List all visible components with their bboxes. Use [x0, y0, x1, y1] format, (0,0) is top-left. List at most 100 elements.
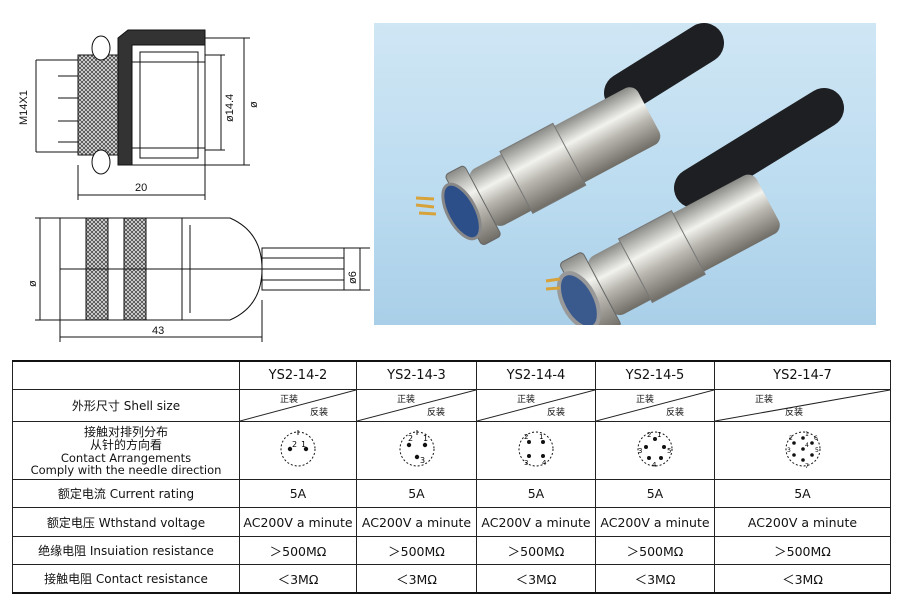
- contact-resistance-value: ＜3MΩ: [714, 564, 891, 594]
- insulation-resistance-value: ＞500MΩ: [239, 536, 357, 565]
- diagonal-divider: [715, 390, 890, 421]
- diagonal-divider: [357, 390, 476, 421]
- pin-label: 3: [524, 459, 528, 467]
- current-rating-value: 5A: [714, 479, 891, 508]
- contact-resistance-value: ＜3MΩ: [239, 564, 357, 594]
- model-header: YS2-14-7: [714, 360, 891, 390]
- pin-layout-diagram-5: 1 2 3 4 5: [637, 431, 673, 469]
- header-empty-cell: [12, 360, 240, 390]
- pin-label: 5: [667, 447, 671, 455]
- shell-size-cell: 正装反装: [239, 389, 357, 422]
- pin-label: 2: [292, 440, 297, 449]
- diameter-14-4-label: ø14.4: [224, 94, 236, 122]
- pin-diagram-cell: 2 1 3: [356, 421, 477, 480]
- current-rating-row: 额定电流 Current rating 5A 5A 5A 5A 5A: [12, 479, 891, 508]
- model-header: YS2-14-5: [595, 360, 715, 390]
- reverse-mount-label: 反装: [666, 408, 685, 418]
- withstand-voltage-value: AC200V a minute: [239, 507, 357, 537]
- pin-label: 2: [524, 433, 528, 441]
- contact-resistance-value: ＜3MΩ: [476, 564, 596, 594]
- technical-drawing: M14X1 ø14.4 ø 20 ø ø6 43: [18, 29, 370, 342]
- forward-mount-label: 正装: [636, 395, 655, 405]
- shell-size-cell: 正装反装: [356, 389, 477, 422]
- pin-label: 3: [787, 447, 791, 454]
- model-header-row: YS2-14-2 YS2-14-3 YS2-14-4 YS2-14-5 YS2-…: [12, 360, 891, 390]
- contact-label-cn-2: 从针的方向看: [89, 437, 162, 452]
- contact-arrangement-row: 接触对排列分布 从针的方向看 Contact Arrangements Comp…: [12, 421, 891, 480]
- diameter-6-label: ø6: [347, 271, 359, 284]
- row-label-contact-resistance: 接触电阻 Contact resistance: [12, 564, 240, 594]
- forward-mount-label: 正装: [517, 395, 536, 405]
- pin-label: 1: [657, 431, 661, 439]
- contact-resistance-value: ＜3MΩ: [595, 564, 715, 594]
- model-header: YS2-14-4: [476, 360, 596, 390]
- diagonal-divider: [596, 390, 714, 421]
- pin-label: 2: [647, 431, 651, 439]
- insulation-resistance-value: ＞500MΩ: [595, 536, 715, 565]
- length-43-label: 43: [152, 325, 164, 337]
- model-header: YS2-14-3: [356, 360, 477, 390]
- forward-mount-label: 正装: [397, 395, 416, 405]
- row-label-insulation-resistance: 绝缘电阻 Insuiation resistance: [12, 536, 240, 565]
- forward-mount-label: 正装: [280, 395, 299, 405]
- pin-label: 1: [539, 433, 543, 441]
- pin-diagram-cell: 1 2 3 4 5: [595, 421, 715, 480]
- current-rating-value: 5A: [476, 479, 596, 508]
- pin-diagram-cell: 1 2 3 4: [476, 421, 596, 480]
- pin-label: 1: [423, 434, 428, 443]
- withstand-voltage-value: AC200V a minute: [476, 507, 596, 537]
- withstand-voltage-row: 额定电压 Wthstand voltage AC200V a minute AC…: [12, 507, 891, 537]
- pin-label: 7: [805, 463, 809, 470]
- insulation-resistance-value: ＞500MΩ: [714, 536, 891, 565]
- row-label-contact-arrangements: 接触对排列分布 从针的方向看 Contact Arrangements Comp…: [12, 421, 240, 480]
- reverse-mount-label: 反装: [785, 408, 804, 418]
- contact-resistance-row: 接触电阻 Contact resistance ＜3MΩ ＜3MΩ ＜3MΩ ＜…: [12, 564, 891, 594]
- insulation-resistance-row: 绝缘电阻 Insuiation resistance ＞500MΩ ＞500MΩ…: [12, 536, 891, 565]
- withstand-voltage-value: AC200V a minute: [714, 507, 891, 537]
- pin-label: 6: [814, 435, 818, 442]
- reverse-mount-label: 反装: [310, 408, 329, 418]
- model-header: YS2-14-2: [239, 360, 357, 390]
- pin-layout-diagram-4: 1 2 3 4: [518, 431, 554, 467]
- insulation-resistance-value: ＞500MΩ: [356, 536, 477, 565]
- shell-size-cell: 正装反装: [714, 389, 891, 422]
- withstand-voltage-value: AC200V a minute: [595, 507, 715, 537]
- pin-label: 4: [652, 461, 657, 469]
- pin-layout-diagram-2: 2 1: [280, 429, 316, 466]
- contact-resistance-value: ＜3MΩ: [356, 564, 477, 594]
- diameter-label-side: ø: [27, 280, 39, 287]
- thread-dimension-label: M14X1: [18, 90, 30, 125]
- current-rating-value: 5A: [239, 479, 357, 508]
- pin-diagram-cell: 2 1: [239, 421, 357, 480]
- shell-size-cell: 正装反装: [595, 389, 715, 422]
- spec-table: YS2-14-2 YS2-14-3 YS2-14-4 YS2-14-5 YS2-…: [12, 360, 891, 594]
- pin-label: 4: [542, 459, 547, 467]
- diagonal-divider: [240, 390, 356, 421]
- withstand-voltage-value: AC200V a minute: [356, 507, 477, 537]
- reverse-mount-label: 反装: [547, 408, 566, 418]
- contact-label-en-2: Comply with the needle direction: [30, 462, 222, 477]
- pin-label: 1: [805, 431, 809, 438]
- contact-label-en-1: Contact Arrangements: [60, 450, 192, 465]
- pin-diagram-cell: 1 2 3 4 5 6 7: [714, 421, 891, 480]
- pin-label: 4: [805, 442, 809, 449]
- length-20-label: 20: [135, 182, 147, 194]
- row-label-current-rating: 额定电流 Current rating: [12, 479, 240, 508]
- reverse-mount-label: 反装: [427, 408, 446, 418]
- shell-size-row: 外形尺寸 Shell size 正装反装 正装反装 正装反装 正装反装 正装反装: [12, 389, 891, 422]
- panel-connector-drawing: [35, 29, 250, 200]
- contact-label-cn-1: 接触对排列分布: [83, 424, 168, 439]
- pin-label: 3: [638, 447, 642, 455]
- forward-mount-label: 正装: [755, 395, 774, 405]
- pin-layout-diagram-7: 1 2 3 4 5 6 7: [785, 431, 820, 470]
- connector-illustration: [415, 23, 844, 337]
- pin-label: 5: [815, 447, 819, 454]
- shell-size-cell: 正装反装: [476, 389, 596, 422]
- pin-layout-diagram-3: 2 1 3: [399, 429, 434, 466]
- pin-label: 1: [301, 440, 306, 449]
- current-rating-value: 5A: [356, 479, 477, 508]
- current-rating-value: 5A: [595, 479, 715, 508]
- cable-connector-drawing: [35, 217, 370, 342]
- pin-label: 3: [420, 456, 425, 465]
- pin-label: 2: [408, 434, 413, 443]
